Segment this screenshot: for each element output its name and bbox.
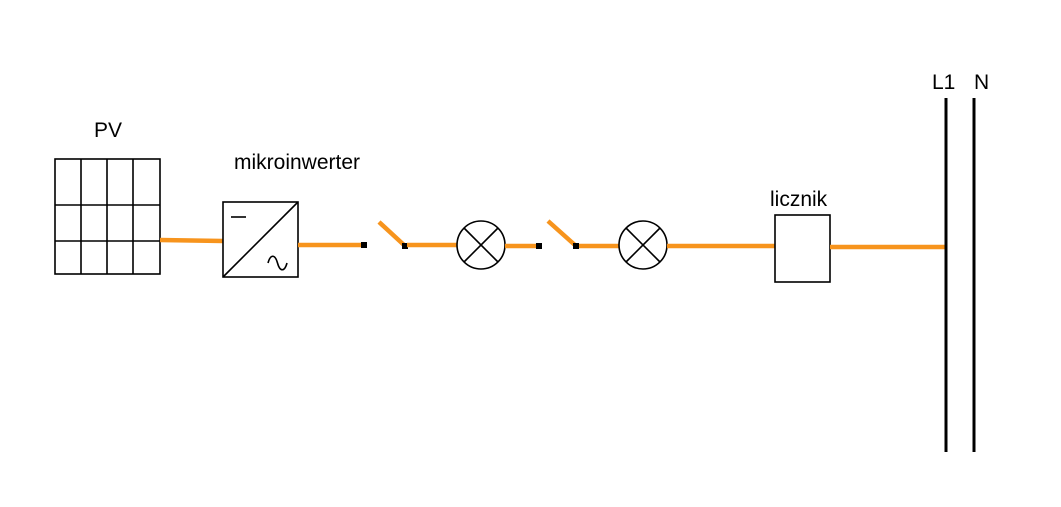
bus-l1-label: L1 (932, 71, 956, 94)
ac-sine-symbol (267, 255, 288, 271)
switch1-symbol (361, 220, 408, 249)
lamp1-symbol (456, 220, 506, 270)
switch2-contact-left (536, 243, 542, 249)
switch1-contact-left (361, 242, 367, 248)
pv-label: PV (94, 119, 123, 142)
switch1-lever (377, 220, 406, 247)
switch2-lever (546, 219, 578, 248)
wire-pv-to-inverter (159, 237, 224, 244)
microinverter-label: mikroinwerter (234, 151, 361, 174)
switch2-contact-right (573, 243, 579, 249)
meter-symbol (774, 214, 831, 283)
meter-label: licznik (770, 188, 828, 211)
lamp2-symbol (618, 220, 668, 270)
pv-panel-symbol (54, 158, 161, 275)
switch2-symbol (536, 219, 579, 249)
switch1-contact-right (402, 243, 408, 249)
microinverter-symbol (222, 201, 299, 278)
bus-n-label: N (974, 71, 990, 94)
